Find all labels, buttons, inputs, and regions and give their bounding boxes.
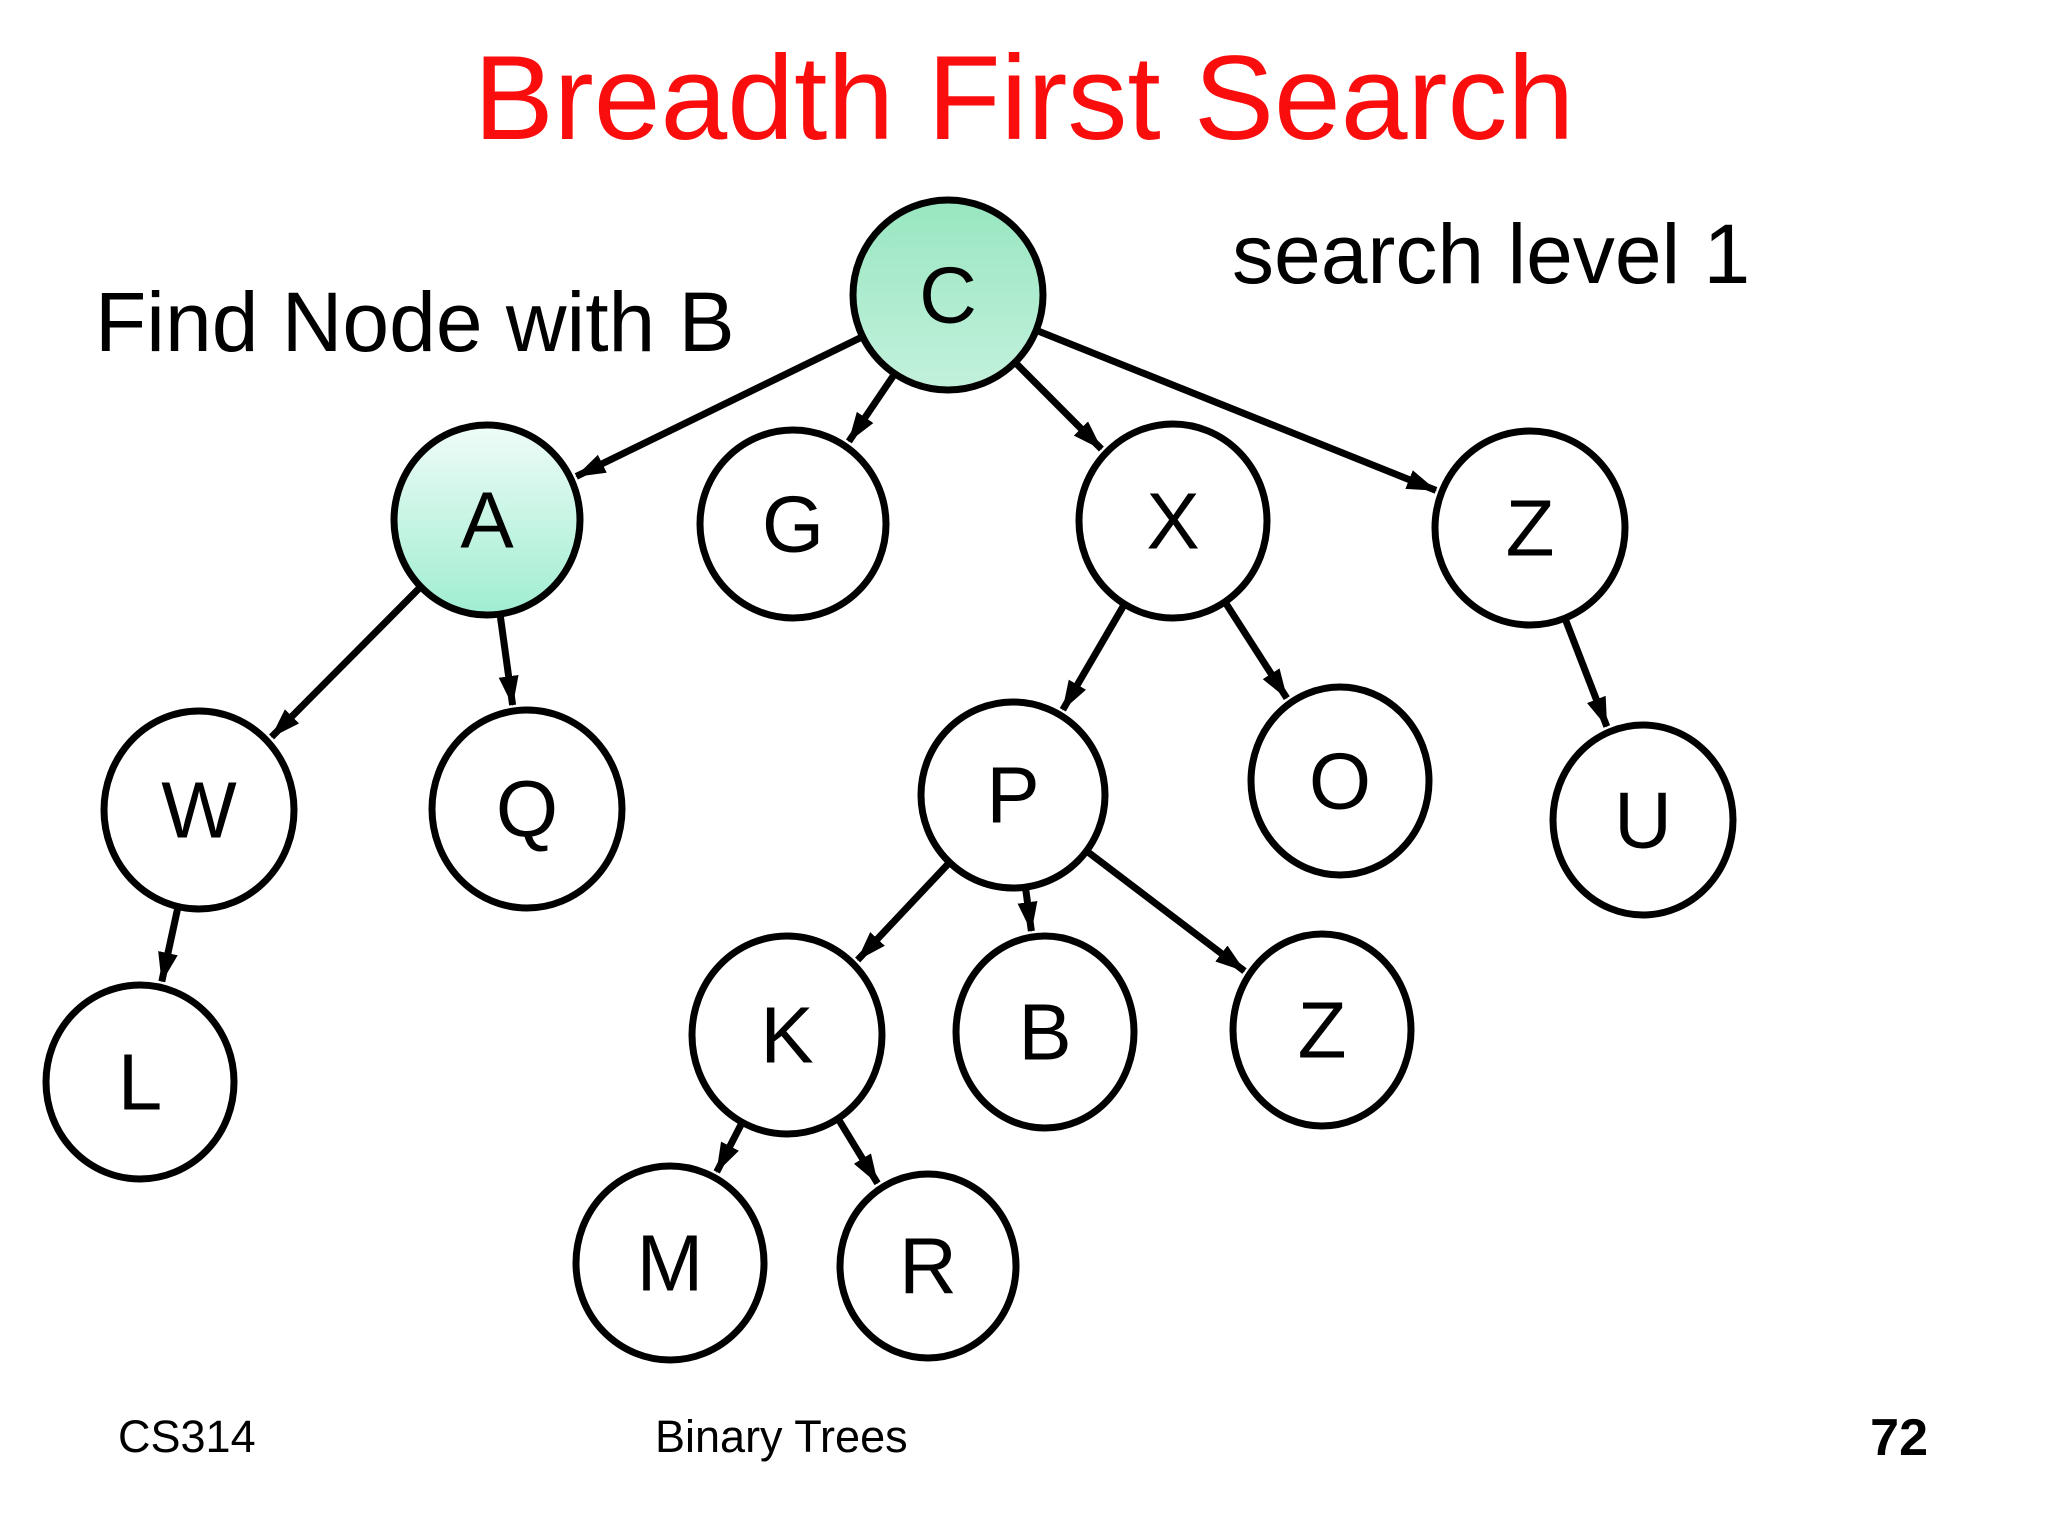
tree-edge-C-A xyxy=(574,334,862,480)
node-circle-U xyxy=(1549,721,1737,919)
node-circle-R xyxy=(836,1170,1020,1362)
node-circle-C xyxy=(849,196,1047,394)
annotation-find-node: Find Node with B xyxy=(95,275,735,369)
tree-node-C: C xyxy=(849,196,1047,394)
node-label-B: B xyxy=(1018,988,1071,1077)
tree-node-R: R xyxy=(836,1170,1020,1362)
node-label-Z2: Z xyxy=(1298,986,1347,1075)
tree-node-Z1: Z xyxy=(1431,427,1629,629)
tree-edge-K-R xyxy=(836,1119,881,1186)
node-label-U: U xyxy=(1614,776,1672,865)
tree-node-G: G xyxy=(696,426,890,622)
tree-node-B: B xyxy=(952,932,1138,1132)
tree-edge-A-Q xyxy=(496,616,519,707)
node-label-W: W xyxy=(161,766,237,855)
tree-node-K: K xyxy=(688,932,886,1138)
annotation-search-level: search level 1 xyxy=(1232,207,1751,301)
node-circle-Z2 xyxy=(1229,930,1415,1130)
tree-edge-K-M xyxy=(713,1123,744,1174)
node-circle-W xyxy=(100,707,298,913)
node-circle-Z1 xyxy=(1431,427,1629,629)
node-label-L: L xyxy=(118,1038,163,1127)
tree-node-P: P xyxy=(917,698,1109,892)
tree-edge-X-P xyxy=(1059,604,1126,712)
tree-node-O: O xyxy=(1247,683,1433,879)
tree-edge-A-W xyxy=(269,586,422,740)
tree-edge-C-Z1 xyxy=(1037,328,1438,494)
tree-edge-P-K xyxy=(855,862,951,963)
node-circle-X xyxy=(1075,420,1271,622)
tree-node-Q: Q xyxy=(428,706,626,912)
footer-course: CS314 xyxy=(118,1411,256,1462)
node-label-P: P xyxy=(986,751,1039,840)
page-title: Breadth First Search xyxy=(473,31,1575,165)
tree-edge-C-X xyxy=(1014,361,1104,452)
node-label-M: M xyxy=(637,1219,704,1308)
node-label-Z1: Z xyxy=(1506,484,1555,573)
tree-node-A: A xyxy=(390,421,584,619)
footer-page-number: 72 xyxy=(1870,1409,1928,1467)
node-label-X: X xyxy=(1146,477,1199,566)
tree-node-L: L xyxy=(42,981,238,1183)
tree-edge-P-Z2 xyxy=(1086,849,1247,974)
tree-edge-P-B xyxy=(1017,889,1038,933)
node-circle-M xyxy=(572,1162,768,1364)
tree-edge-W-L xyxy=(158,908,181,983)
tree-edge-Z1-U xyxy=(1562,619,1611,728)
tree-node-U: U xyxy=(1549,721,1737,919)
node-label-C: C xyxy=(919,251,977,340)
node-label-G: G xyxy=(762,480,824,569)
node-circle-O xyxy=(1247,683,1433,879)
tree-node-X: X xyxy=(1075,420,1271,622)
node-label-O: O xyxy=(1309,737,1371,826)
node-label-K: K xyxy=(760,991,813,1080)
node-circle-Q xyxy=(428,706,626,912)
node-circle-P xyxy=(917,698,1109,892)
tree-node-W: W xyxy=(100,707,298,913)
node-circle-B xyxy=(952,932,1138,1132)
node-label-Q: Q xyxy=(496,765,558,854)
tree-edge-X-O xyxy=(1223,602,1290,701)
node-label-R: R xyxy=(899,1222,957,1311)
node-circle-G xyxy=(696,426,890,622)
node-label-A: A xyxy=(460,476,514,565)
node-circle-L xyxy=(42,981,238,1183)
node-circle-A xyxy=(390,421,584,619)
tree-node-Z2: Z xyxy=(1229,930,1415,1130)
footer-topic: Binary Trees xyxy=(655,1411,908,1462)
tree-edge-C-G xyxy=(845,374,896,444)
tree-node-M: M xyxy=(572,1162,768,1364)
node-circle-K xyxy=(688,932,886,1138)
